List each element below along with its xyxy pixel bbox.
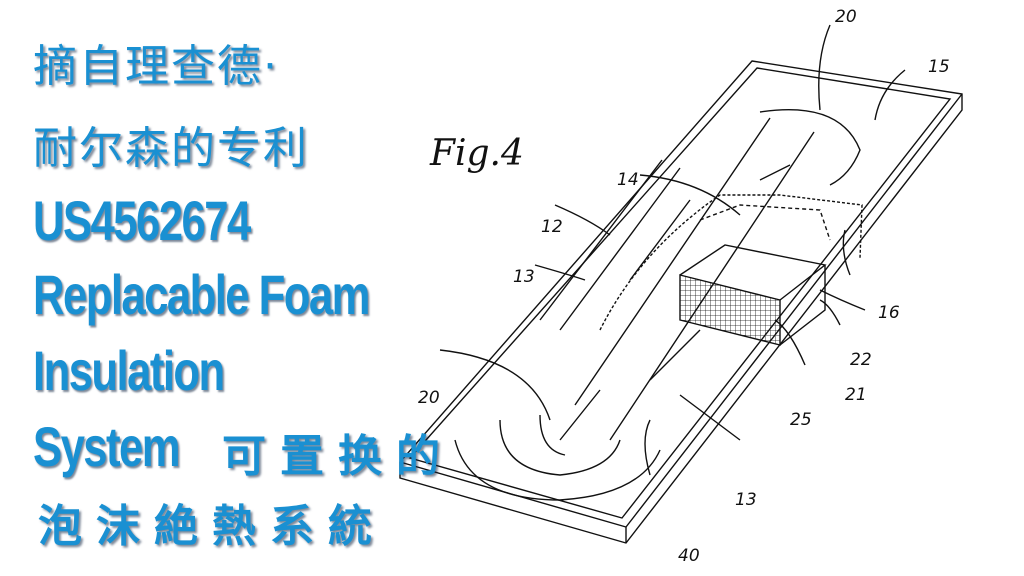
title-line-4: Replacable Foam <box>33 263 370 326</box>
ref-label: 13 <box>513 267 535 287</box>
title-line-1: 摘自理查德· <box>33 41 279 92</box>
ref-label: 13 <box>735 490 757 510</box>
figure-label: Fig.4 <box>429 133 524 174</box>
title-line-2: 耐尔森的专利 <box>33 123 309 174</box>
ref-label: 12 <box>541 217 563 237</box>
title-line-6-en: System <box>33 415 181 478</box>
ref-label: 20 <box>418 388 440 408</box>
ref-label: 15 <box>928 57 950 77</box>
patent-number: US4562674 <box>33 189 251 252</box>
title-line-5: Insulation <box>33 339 225 402</box>
ref-label: 22 <box>850 350 872 370</box>
title-line-6-cjk: 可置换的 <box>222 431 454 482</box>
ref-label: 16 <box>878 303 900 323</box>
ref-label: 40 <box>678 546 700 566</box>
title-line-7: 泡沫絶熱系統 <box>38 501 386 552</box>
ref-label: 21 <box>845 385 867 405</box>
ref-label: 14 <box>617 170 639 190</box>
ref-label: 20 <box>835 7 857 27</box>
ref-label: 25 <box>790 410 812 430</box>
